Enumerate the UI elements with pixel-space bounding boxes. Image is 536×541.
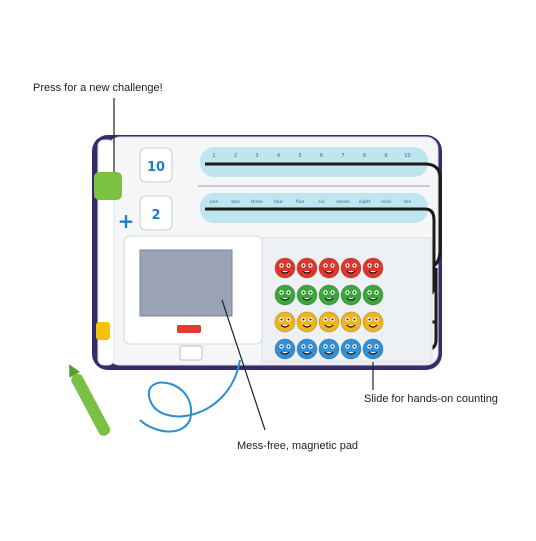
word-track-label: ten: [404, 199, 412, 205]
counting-bead[interactable]: [362, 311, 384, 333]
counting-bead[interactable]: [274, 338, 296, 360]
magnetic-pad-screen[interactable]: [139, 249, 233, 317]
challenge-button[interactable]: [94, 172, 122, 200]
number-track: [200, 147, 428, 177]
word-track-label: eight: [359, 199, 371, 205]
counting-bead[interactable]: [362, 257, 384, 279]
counting-bead[interactable]: [296, 311, 318, 333]
callout-magnetic-pad: Mess-free, magnetic pad: [237, 440, 359, 452]
brand-logo: [177, 325, 201, 333]
counting-bead[interactable]: [296, 338, 318, 360]
callout-new-challenge: Press for a new challenge!: [33, 82, 163, 94]
counting-bead[interactable]: [362, 284, 384, 306]
word-track-label: nine: [381, 199, 391, 205]
word-track-label: six: [318, 199, 325, 205]
counting-bead[interactable]: [362, 338, 384, 360]
counting-bead[interactable]: [340, 311, 362, 333]
bead-groove: [280, 162, 442, 352]
word-track-label: five: [296, 199, 304, 205]
number-track-label: 10: [404, 153, 410, 159]
counting-bead[interactable]: [340, 257, 362, 279]
callout-hands-on-counting: Slide for hands-on counting: [364, 393, 498, 405]
pen-cord: [139, 359, 241, 433]
counting-bead[interactable]: [318, 311, 340, 333]
number-track-label: 8: [363, 153, 366, 159]
counting-bead[interactable]: [274, 311, 296, 333]
bottom-dial[interactable]: [139, 195, 173, 231]
number-track-label: 4: [277, 153, 280, 159]
counting-bead[interactable]: [318, 257, 340, 279]
counting-bead[interactable]: [296, 257, 318, 279]
bead-rows[interactable]: [274, 257, 384, 360]
number-track-labels: 1 2 3 4 5 6 7 8 9 10: [212, 153, 410, 159]
counting-bead[interactable]: [340, 284, 362, 306]
word-track-label: one: [210, 200, 219, 205]
word-track-label: seven: [336, 200, 350, 205]
top-dial[interactable]: [139, 147, 173, 183]
counting-bead[interactable]: [318, 284, 340, 306]
number-track-label: 7: [341, 153, 344, 159]
callout-line: [221, 299, 266, 431]
counting-bead[interactable]: [274, 284, 296, 306]
counting-bead[interactable]: [296, 284, 318, 306]
pad-eraser-slider[interactable]: [179, 345, 203, 361]
number-track-label: 3: [255, 153, 258, 159]
number-track-label: 6: [320, 153, 323, 159]
word-track-label: three: [251, 199, 263, 205]
number-track-label: 2: [234, 153, 237, 159]
plus-icon: +: [118, 209, 135, 233]
bottom-dial-value: 2: [151, 208, 160, 223]
word-track-label: two: [231, 199, 239, 205]
counting-bead[interactable]: [340, 338, 362, 360]
yellow-tab: [96, 322, 110, 340]
number-track-label: 1: [212, 153, 215, 159]
word-track-labels: one two three four five six seven eight nine ten: [210, 199, 412, 205]
number-track-label: 5: [298, 153, 301, 159]
word-track-label: four: [274, 199, 283, 205]
stylus-pen[interactable]: [64, 361, 112, 437]
top-dial-value: 10: [147, 160, 165, 175]
counting-bead[interactable]: [318, 338, 340, 360]
number-track-label: 9: [384, 153, 387, 159]
counting-bead[interactable]: [274, 257, 296, 279]
